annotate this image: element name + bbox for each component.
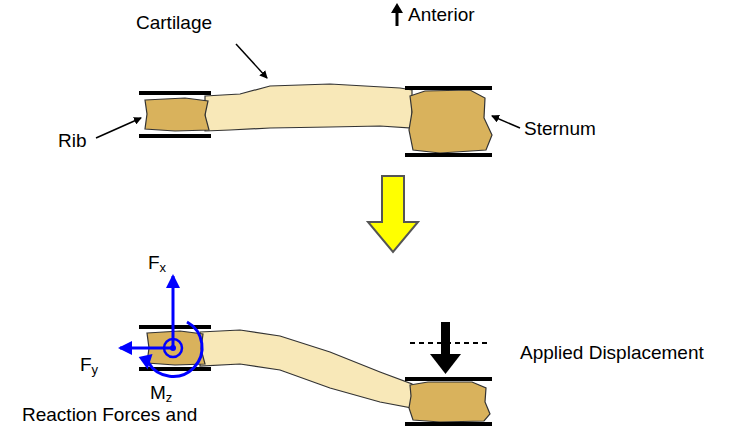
part-name: Cartilage bbox=[136, 12, 212, 34]
fixture-plate bbox=[139, 91, 211, 95]
sternum bbox=[409, 90, 492, 153]
part-name: Sternum bbox=[524, 118, 596, 140]
moment-label: Mz bbox=[150, 382, 172, 406]
displacement-arrow bbox=[430, 322, 461, 374]
reaction-arrows bbox=[120, 276, 202, 376]
transition-arrow bbox=[368, 176, 418, 252]
direction-label: Anterior bbox=[408, 4, 475, 26]
anterior-arrow bbox=[391, 3, 403, 26]
part-name: Rib bbox=[58, 130, 87, 152]
cartilage bbox=[200, 330, 412, 408]
caption-text: Reaction Forces and bbox=[22, 404, 197, 426]
fixture-plate bbox=[139, 325, 211, 329]
fixture-plate bbox=[405, 422, 492, 426]
leader-line bbox=[236, 44, 267, 78]
force-label: Fx bbox=[148, 252, 166, 276]
sternum bbox=[409, 382, 490, 422]
load-label: Applied Displacement bbox=[520, 342, 704, 364]
fixture-plate bbox=[405, 86, 492, 90]
force-label: Fy bbox=[80, 354, 98, 378]
leader-line bbox=[96, 118, 141, 138]
leader-line bbox=[492, 116, 520, 128]
fixture-plate bbox=[405, 377, 492, 381]
rib bbox=[145, 98, 209, 131]
fixture-plate bbox=[405, 153, 492, 157]
cartilage bbox=[205, 84, 412, 131]
fixture-plate bbox=[139, 367, 211, 371]
fixture-plate bbox=[139, 134, 211, 138]
